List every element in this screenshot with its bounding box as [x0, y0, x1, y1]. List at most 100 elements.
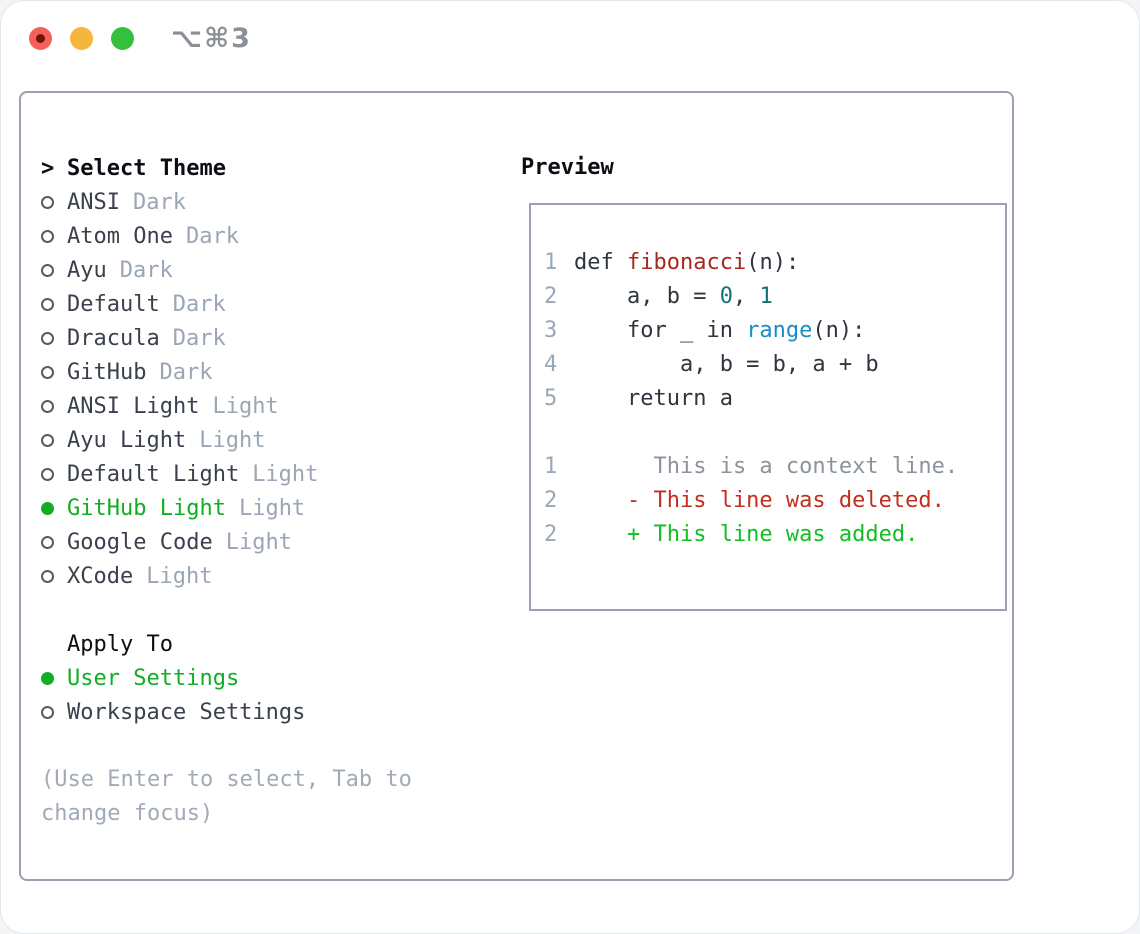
record-dot-icon: [36, 33, 45, 43]
apply-to-option-label: Workspace Settings: [67, 699, 306, 725]
code-token: (n):: [746, 250, 800, 275]
code-token: + This line was added.: [574, 522, 919, 547]
code-line: 4 a, b = b, a + b: [544, 348, 999, 382]
theme-option[interactable]: ANSI Light Light: [41, 389, 475, 423]
theme-variant-tag: Light: [212, 393, 279, 419]
theme-name: Ayu Light: [67, 427, 187, 453]
theme-option[interactable]: Google Code Light: [41, 525, 475, 559]
apply-to-option[interactable]: Workspace Settings: [41, 695, 475, 729]
theme-name: ANSI: [67, 189, 120, 215]
code-token: ,: [732, 284, 760, 309]
line-number: 4: [544, 352, 558, 377]
theme-name: ANSI Light: [67, 393, 200, 419]
theme-name: Ayu: [67, 257, 107, 283]
spacer: [41, 593, 475, 627]
theme-option[interactable]: XCode Light: [41, 559, 475, 593]
theme-variant-tag: Dark: [132, 189, 186, 215]
radio-icon: [41, 671, 54, 685]
radio-icon: [41, 365, 54, 379]
radio-icon: [41, 535, 54, 549]
code-line: 5 return a: [544, 382, 999, 416]
theme-variant-tag: Dark: [119, 257, 173, 283]
radio-icon: [41, 705, 54, 719]
theme-option[interactable]: Ayu Dark: [41, 253, 475, 287]
theme-name: Atom One: [67, 223, 173, 249]
code-token: a, b = b, a + b: [574, 352, 879, 377]
line-number: 2: [544, 522, 558, 547]
theme-name: Default Light: [67, 461, 240, 487]
apply-to-header: Apply To: [41, 627, 475, 661]
maximize-button[interactable]: [111, 26, 134, 50]
code-token: return a: [574, 386, 733, 411]
blank-line: [544, 416, 999, 450]
theme-name: GitHub: [67, 359, 147, 385]
hint-text: (Use Enter to select, Tab to change focu…: [41, 767, 412, 826]
minimize-button[interactable]: [70, 26, 93, 50]
theme-variant-tag: Light: [252, 461, 319, 487]
radio-icon: [41, 297, 54, 311]
line-number: 2: [544, 284, 558, 309]
theme-variant-tag: Light: [238, 495, 306, 521]
theme-variant-tag: Dark: [185, 223, 239, 249]
code-token: - This line was deleted.: [574, 488, 945, 513]
code-token: a, b =: [574, 284, 720, 309]
titlebar: ⌥⌘3: [1, 1, 1139, 75]
theme-name: XCode: [67, 563, 134, 589]
code-token: 0: [719, 284, 733, 309]
theme-option[interactable]: Atom One Dark: [41, 219, 475, 253]
code-token: for _ in: [574, 318, 747, 343]
theme-variant-tag: Dark: [159, 359, 213, 385]
radio-icon: [41, 501, 54, 515]
close-button[interactable]: [29, 26, 52, 50]
radio-icon: [41, 229, 54, 243]
theme-variant-tag: Light: [146, 563, 213, 589]
theme-name: Google Code: [67, 529, 213, 555]
code-token: This is a context line.: [574, 454, 959, 479]
radio-icon: [41, 399, 54, 413]
code-token: fibonacci: [626, 250, 747, 275]
code-line: 2 + This line was added.: [544, 518, 999, 552]
select-theme-title: Select Theme: [67, 155, 226, 181]
code-line: 1 This is a context line.: [544, 450, 999, 484]
apply-to-option[interactable]: User Settings: [41, 661, 475, 695]
apply-to-title: Apply To: [67, 631, 173, 657]
theme-variant-tag: Light: [199, 427, 266, 453]
code-line: 3 for _ in range(n):: [544, 314, 999, 348]
radio-icon: [41, 195, 54, 209]
code-line: 2 - This line was deleted.: [544, 484, 999, 518]
radio-icon: [41, 433, 54, 447]
code-line: 2 a, b = 0, 1: [544, 280, 999, 314]
apply-to-option-label: User Settings: [67, 665, 240, 691]
theme-variant-tag: Dark: [172, 291, 226, 317]
line-number: 1: [544, 454, 558, 479]
radio-icon: [41, 467, 54, 481]
code-token: (n):: [812, 318, 866, 343]
theme-name: Default: [67, 291, 160, 317]
line-number: 2: [544, 488, 558, 513]
theme-option[interactable]: ANSI Dark: [41, 185, 475, 219]
theme-name: GitHub Light: [67, 495, 226, 521]
theme-variant-tag: Light: [225, 529, 292, 555]
code-token: 1: [759, 284, 773, 309]
radio-icon: [41, 263, 54, 277]
theme-option[interactable]: Default Dark: [41, 287, 475, 321]
theme-option[interactable]: Dracula Dark: [41, 321, 475, 355]
radio-icon: [41, 331, 54, 345]
caret-icon: >: [41, 155, 55, 181]
theme-name: Dracula: [67, 325, 160, 351]
theme-option[interactable]: GitHub Light Light: [41, 491, 475, 525]
theme-option[interactable]: GitHub Dark: [41, 355, 475, 389]
theme-option[interactable]: Ayu Light Light: [41, 423, 475, 457]
theme-variant-tag: Dark: [172, 325, 226, 351]
line-number: 1: [544, 250, 558, 275]
line-number: 5: [544, 386, 558, 411]
theme-option[interactable]: Default Light Light: [41, 457, 475, 491]
window-title-shortcut: ⌥⌘3: [171, 22, 252, 54]
